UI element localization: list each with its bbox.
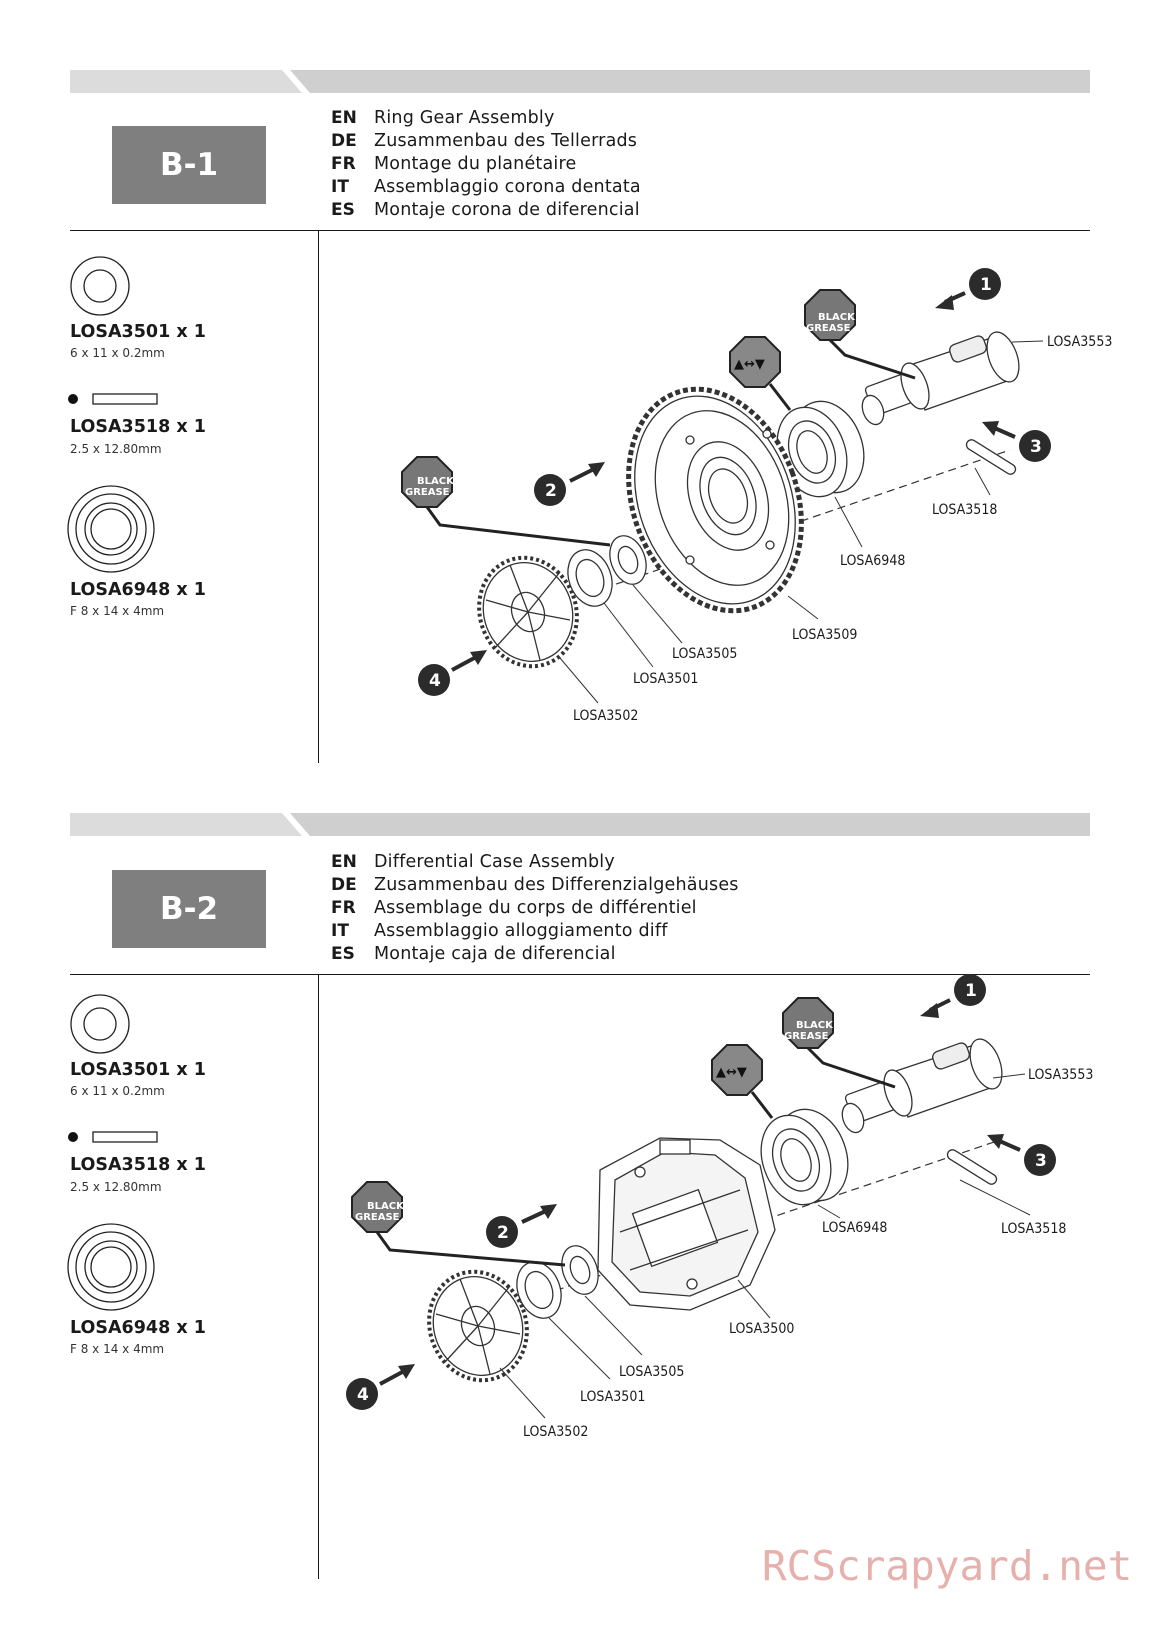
svg-text:4: 4 [357, 1385, 369, 1405]
step-marker: 1 [920, 974, 986, 1018]
divider [70, 230, 1090, 231]
part-name: LOSA3501 x 1 [70, 1060, 206, 1080]
callout-label: LOSA6948 [822, 1220, 887, 1236]
ring-gear-part [626, 386, 804, 614]
callout-label: LOSA3502 [573, 708, 638, 724]
direction-badge: ▲↔▼ [711, 1044, 774, 1119]
washer-icon [70, 256, 130, 316]
header-band [70, 70, 1090, 93]
part-name: LOSA3518 x 1 [70, 417, 206, 437]
callout-label: LOSA3553 [1028, 1067, 1093, 1083]
step-marker: 4 [346, 1364, 415, 1410]
pin-part [946, 1149, 998, 1185]
svg-text:GREASE: GREASE [784, 1031, 829, 1042]
step-marker: 3 [987, 1134, 1056, 1176]
svg-text:1: 1 [965, 981, 977, 1001]
svg-text:2: 2 [545, 481, 557, 501]
callout-label: LOSA3501 [580, 1389, 645, 1405]
black-grease-badge: BLACK GREASE [804, 289, 916, 380]
svg-text:GREASE: GREASE [405, 487, 450, 498]
part-name: LOSA3518 x 1 [70, 1155, 206, 1175]
black-grease-badge: BLACK GREASE [401, 456, 611, 547]
svg-text:BLACK: BLACK [818, 312, 856, 323]
part-name: LOSA6948 x 1 [70, 1318, 206, 1338]
bearing-icon [67, 485, 155, 573]
bearing-icon [67, 1223, 155, 1311]
svg-text:BLACK: BLACK [796, 1020, 834, 1031]
part-dimensions: 2.5 x 12.80mm [70, 442, 162, 456]
part-dimensions: F 8 x 14 x 4mm [70, 1342, 165, 1356]
divider [70, 974, 1090, 975]
callout-label: LOSA3509 [792, 627, 857, 643]
pin-part [965, 439, 1017, 475]
watermark: RCScrapyard.net [762, 1542, 1133, 1590]
part-name: LOSA3501 x 1 [70, 322, 206, 342]
callout-label: LOSA3553 [1047, 334, 1112, 350]
callout-label: LOSA3518 [932, 502, 997, 518]
svg-text:1: 1 [980, 275, 992, 295]
svg-text:4: 4 [429, 671, 441, 691]
washer-icon [70, 994, 130, 1054]
step-marker: 2 [534, 462, 605, 506]
callout-label: LOSA6948 [840, 553, 905, 569]
step-marker: 3 [982, 421, 1051, 462]
black-grease-badge: BLACK GREASE [351, 1181, 566, 1267]
exploded-diagram: BLACK GREASE BLACK GREASE ▲↔▼ 1 2 [401, 268, 1112, 724]
callout-label: LOSA3501 [633, 671, 698, 687]
step-marker: 4 [418, 650, 487, 696]
callout-label: LOSA3500 [729, 1321, 794, 1337]
bearing-part [760, 1108, 849, 1206]
callout-label: LOSA3518 [1001, 1221, 1066, 1237]
pin-icon [68, 393, 158, 405]
svg-text:BLACK: BLACK [417, 476, 455, 487]
washer-part [567, 535, 647, 607]
step-number-box: B-1 [112, 126, 266, 204]
svg-text:2: 2 [497, 1223, 509, 1243]
bearing-part [776, 400, 865, 498]
callout-label: LOSA3502 [523, 1424, 588, 1440]
svg-text:3: 3 [1030, 437, 1042, 457]
column-divider [318, 231, 319, 763]
svg-text:▲↔▼: ▲↔▼ [734, 357, 765, 372]
step-number-box: B-2 [112, 870, 266, 948]
bevel-gear-part [427, 1269, 529, 1383]
diff-case-part [597, 1137, 776, 1311]
step-marker: 2 [486, 1204, 557, 1248]
washer-part [516, 1245, 599, 1319]
svg-text:GREASE: GREASE [355, 1212, 400, 1223]
pin-icon [68, 1131, 158, 1143]
svg-text:▲↔▼: ▲↔▼ [716, 1065, 747, 1080]
step-marker: 1 [935, 268, 1001, 310]
part-dimensions: 6 x 11 x 0.2mm [70, 1084, 165, 1098]
part-name: LOSA6948 x 1 [70, 580, 206, 600]
part-dimensions: 2.5 x 12.80mm [70, 1180, 162, 1194]
part-dimensions: F 8 x 14 x 4mm [70, 604, 165, 618]
svg-text:3: 3 [1035, 1151, 1047, 1171]
column-divider [318, 975, 319, 1579]
part-dimensions: 6 x 11 x 0.2mm [70, 346, 165, 360]
callout-label: LOSA3505 [619, 1364, 684, 1380]
outdrive-part [841, 1038, 1003, 1134]
header-band [70, 813, 1090, 836]
svg-text:GREASE: GREASE [806, 323, 851, 334]
black-grease-badge: BLACK GREASE [782, 997, 896, 1089]
direction-badge: ▲↔▼ [729, 336, 792, 411]
svg-text:BLACK: BLACK [367, 1201, 405, 1212]
bevel-gear-part [477, 555, 579, 669]
outdrive-part [861, 331, 1020, 426]
callout-label: LOSA3505 [672, 646, 737, 662]
